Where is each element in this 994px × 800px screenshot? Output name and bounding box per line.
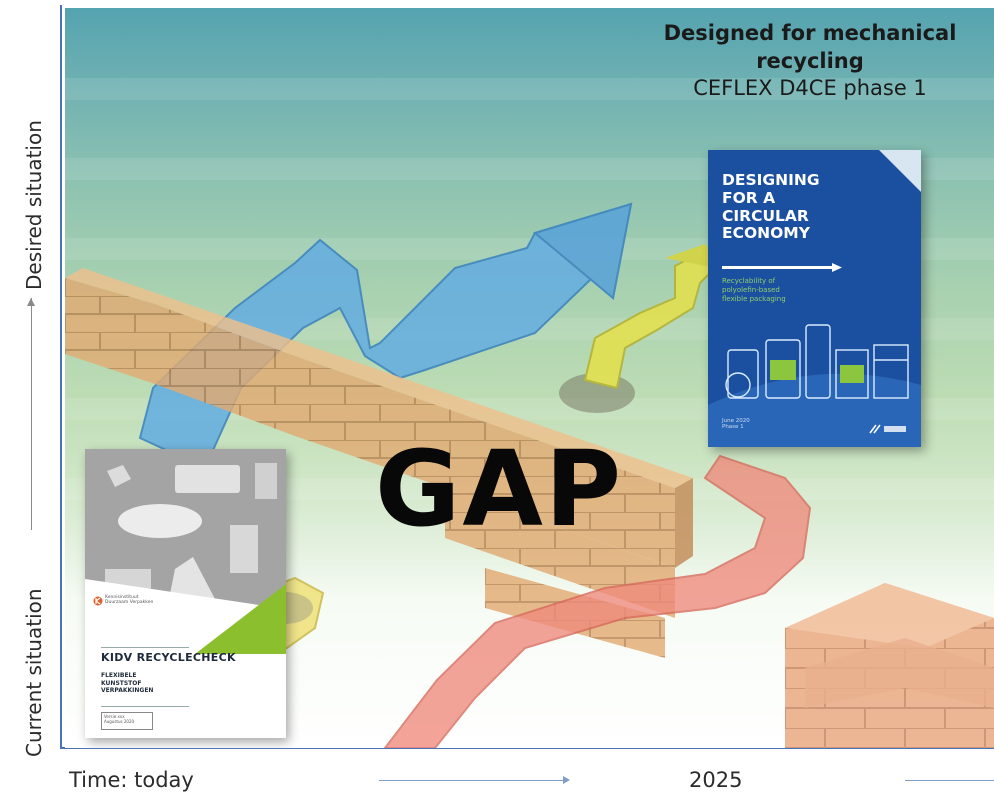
brick-pile [785,583,994,748]
target-subtitle: CEFLEX D4CE phase 1 [693,76,927,101]
ceflex-logo-icon [869,424,906,434]
arrow-icon [722,263,842,272]
kidv-document-title: KIDV RECYCLECHECK [101,651,236,664]
ceflex-document-date: June 2020 Phase 1 [722,418,750,430]
y-axis-top-label: Desired situation [22,120,46,290]
scene-artwork [65,202,994,748]
target-description: Designed for mechanical recycling CEFLEX… [625,20,994,103]
green-accent-shape [85,579,286,659]
ceflex-document-subtitle: Recyclability of polyolefin-based flexib… [722,277,786,304]
x-axis-arrow-line [905,780,994,781]
kidv-document-subtitle: FLEXIBELE KUNSTSTOF VERPAKKINGEN [101,672,154,694]
ceflex-document-title: DESIGNING FOR A CIRCULAR ECONOMY [722,171,820,243]
background-band [65,78,994,100]
x-axis-line [60,747,994,749]
red-arrow [383,454,812,748]
y-axis-bottom-label: Current situation [22,588,46,757]
kidv-logo-icon [93,596,103,606]
x-axis-left-label: Time: today [69,768,194,792]
target-title: Designed for mechanical recycling [663,21,957,73]
up-arrow-icon [27,298,35,306]
divider [101,706,189,707]
packaging-illustration [708,324,921,447]
divider [101,647,189,648]
blue-arrow [138,202,633,470]
x-axis-right-label: 2025 [689,768,743,792]
corner-fold [879,150,921,192]
ceflex-document-cover: DESIGNING FOR A CIRCULAR ECONOMY Recycla… [708,150,921,447]
illustration-scene: Designed for mechanical recycling CEFLEX… [65,8,994,748]
y-axis-line [60,5,62,749]
kidv-document-cover: Kennisinstituut Duurzaam Verpakken KIDV … [85,449,286,738]
kidv-brand-name: Kennisinstituut Duurzaam Verpakken [105,595,154,606]
x-axis-arrow-line [379,780,567,781]
gap-label: GAP [375,428,624,550]
right-arrow-icon [563,776,570,784]
y-axis-arrow-line [31,298,32,530]
kidv-version-box: Versie xxx Augustus 2020 [101,712,153,730]
